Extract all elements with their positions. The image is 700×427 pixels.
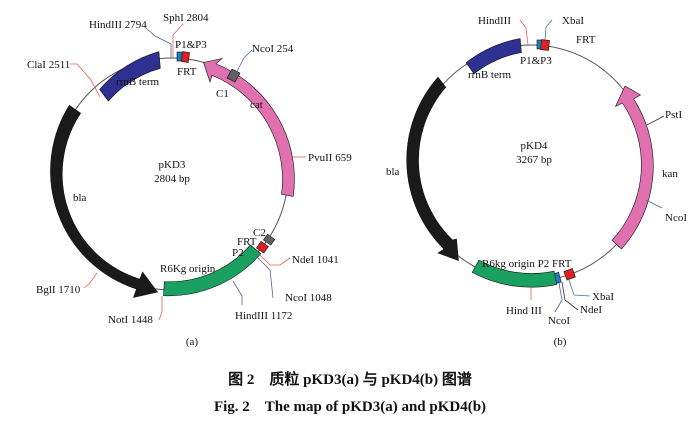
site-bgli-1710: BglI 1710 <box>36 284 81 296</box>
panel-label-b: (b) <box>554 336 567 348</box>
site-hindiii-2794: HindIII 2794 <box>89 19 147 31</box>
clai-2511-line <box>70 63 101 98</box>
ndei-1041-line <box>259 254 291 266</box>
r6k-origin-arc <box>471 259 558 288</box>
site-clai-2511: ClaI 2511 <box>27 59 70 71</box>
c2-box <box>263 233 276 246</box>
frt-box-top <box>180 51 190 63</box>
site-xbai-bottom: XbaI <box>592 291 614 303</box>
ncoi-1048-line <box>257 257 274 299</box>
site-ncoi-bottom: NcoI <box>548 315 570 327</box>
panel-label-a: (a) <box>186 336 199 348</box>
bla-gene-arrow <box>50 104 159 298</box>
hindiii-1172-line <box>232 280 243 305</box>
site-hindiii-1172: HindIII 1172 <box>235 310 292 322</box>
bla-gene-arrow <box>406 76 459 261</box>
label-frt-top-b: FRT <box>576 34 596 46</box>
ncoi-right-line <box>645 199 663 209</box>
ncoi-bottom-line <box>554 282 563 313</box>
rrnb-term-arc <box>99 51 161 102</box>
label-c1: C1 <box>216 88 229 100</box>
rrnb-term-arc <box>465 38 522 75</box>
label-bla-b: bla <box>386 166 400 178</box>
hindiii-top-line <box>519 19 529 46</box>
label-p1p3-b: P1&P3 <box>520 55 552 67</box>
site-noti-1448: NotI 1448 <box>108 314 153 326</box>
plasmid-size-b: 3267 bp <box>516 154 552 166</box>
xbai-bottom-line <box>568 279 591 297</box>
site-pvuii-659: PvuII 659 <box>308 152 352 164</box>
psti-line <box>646 115 665 126</box>
site-ncoi-254: NcoI 254 <box>252 43 294 55</box>
kan-gene-arrow <box>611 85 654 250</box>
figure-caption-chinese: 图 2 质粒 pKD3(a) 与 pKD4(b) 图谱 <box>228 372 472 388</box>
ndei-line <box>561 281 579 311</box>
frt-box-bottom <box>563 268 576 281</box>
cat-gene-arrow <box>203 57 295 197</box>
site-hindiii-top: HindIII <box>478 15 511 27</box>
label-kan: kan <box>662 168 678 180</box>
sphi-2804-line <box>172 23 184 58</box>
label-frt-bottom-a: FRT <box>237 236 257 248</box>
site-ndei: NdeI <box>580 304 602 316</box>
label-p1p3-a: P1&P3 <box>175 39 207 51</box>
label-p2-a: P2 <box>232 247 244 259</box>
site-psti: PstI <box>665 109 682 121</box>
site-ncoi-right: NcoI <box>665 212 687 224</box>
label-bla-a: bla <box>73 192 87 204</box>
frt-box-top <box>540 39 550 51</box>
ncoi-254-line <box>234 49 253 76</box>
label-cat: cat <box>250 99 263 111</box>
plasmid-name-a: pKD3 <box>159 159 186 171</box>
p1p3-promoter-box <box>176 51 183 62</box>
label-r6k-origin-a: R6Kg origin <box>160 263 216 275</box>
hindiii-2794-line <box>145 27 172 58</box>
site-hindiii-bottom: Hind III <box>506 305 542 317</box>
r6k-origin-arc <box>163 244 262 297</box>
label-frt-top-a: FRT <box>177 66 197 78</box>
label-rrnb-a: rrnB term <box>116 76 160 88</box>
bgli-1710-line <box>83 272 98 289</box>
plasmid-a-pkd3: HindIII 2794 SphI 2804 ClaI 2511 NcoI 25… <box>27 12 352 348</box>
site-ncoi-1048: NcoI 1048 <box>285 292 332 304</box>
figure-caption-english: Fig. 2 The map of pKD3(a) and pKD4(b) <box>213 399 487 415</box>
site-xbai-top: XbaI <box>562 15 584 27</box>
frt-box-bottom <box>256 241 269 254</box>
xbai-top-line <box>544 19 553 41</box>
plasmid-b-pkd4: HindIII XbaI PstI NcoI XbaI NdeI NcoI Hi… <box>386 15 687 348</box>
plasmid-name-b: pKD4 <box>521 140 548 152</box>
plasmid-size-a: 2804 bp <box>154 173 190 185</box>
label-r6k-p2-frt-b: R6kg origin P2 FRT <box>482 258 572 270</box>
label-rrnb-b: rrnB term <box>468 69 512 81</box>
noti-1448-line <box>158 296 163 321</box>
site-sphi-2804: SphI 2804 <box>163 12 209 24</box>
label-c2: C2 <box>253 227 266 239</box>
site-ndei-1041: NdeI 1041 <box>292 254 339 266</box>
